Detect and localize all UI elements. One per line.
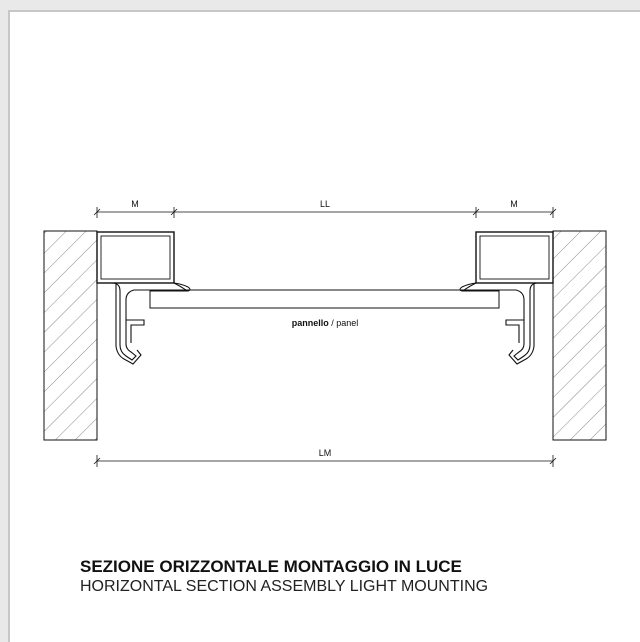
wall-left [43,230,98,441]
dimension-label-lm: LM [319,448,332,458]
caption-title: SEZIONE ORIZZONTALE MONTAGGIO IN LUCE [80,557,462,576]
panel-label-bold: pannello [292,318,330,328]
wall-right [552,230,607,441]
dimension-label-ll: LL [320,199,330,209]
dimension-label-m-right: M [510,199,518,209]
gasket-left [150,282,191,292]
profile-left [111,282,150,365]
dimension-label-m-left: M [131,199,139,209]
panel [149,289,500,309]
drawing-sheet [8,10,640,642]
panel-label-rest: / panel [329,318,359,328]
frame-box-left [96,231,175,284]
dimension-top [93,207,557,218]
gasket-right [459,282,499,292]
caption-subtitle: HORIZONTAL SECTION ASSEMBLY LIGHT MOUNTI… [80,578,489,595]
frame-box-right [475,231,554,284]
panel-label: pannello / panel [292,318,359,328]
profile-right [499,282,539,365]
dimension-bottom [93,455,557,467]
caption: SEZIONE ORIZZONTALE MONTAGGIO IN LUCE HO… [80,557,620,597]
